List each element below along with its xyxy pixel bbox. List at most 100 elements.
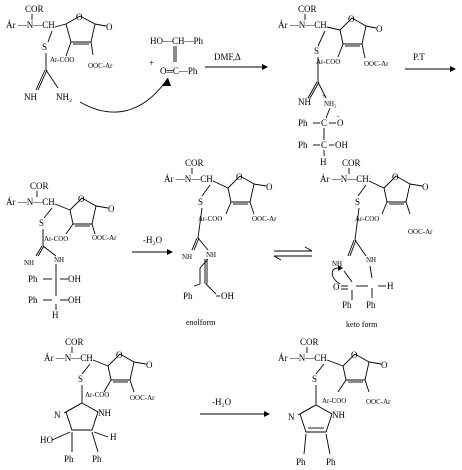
svg-text:O: O bbox=[351, 350, 358, 360]
svg-text:Ph: Ph bbox=[296, 457, 306, 467]
svg-text:O: O bbox=[422, 182, 429, 192]
plus-sign: + bbox=[149, 58, 154, 68]
svg-text:COR: COR bbox=[342, 158, 361, 168]
svg-text:H: H bbox=[320, 157, 327, 167]
svg-text:Ph: Ph bbox=[183, 291, 193, 301]
svg-text:O: O bbox=[333, 282, 340, 292]
keto-form-molecule: COR Ár —N—CH S NH NH O O Ar-COO OOC-Ar O… bbox=[320, 158, 433, 329]
svg-text:Ár —N—CH: Ár —N—CH bbox=[6, 197, 55, 207]
reaction-conditions-label: DMF,Δ bbox=[214, 52, 241, 62]
proton-transfer-arrow: P.T bbox=[405, 52, 456, 72]
enol-form-molecule: COR Ár —N—CH S NH NH O O Ar-COO OOC-Ar P… bbox=[164, 158, 277, 327]
svg-text:COR: COR bbox=[30, 181, 49, 191]
svg-text:Ár —N—CH: Ár —N—CH bbox=[44, 353, 93, 363]
svg-text:NH: NH bbox=[54, 256, 64, 264]
svg-text:NH: NH bbox=[332, 410, 345, 420]
svg-text:S: S bbox=[355, 197, 360, 207]
svg-text:Ph: Ph bbox=[366, 300, 376, 310]
svg-text:Ár —N—CH: Ár —N—CH bbox=[164, 174, 213, 184]
ring-oxygen-label: O bbox=[76, 12, 83, 22]
svg-text:Ar-COO: Ar-COO bbox=[85, 391, 109, 399]
proton-transfer-label: P.T bbox=[413, 52, 425, 62]
svg-text:H: H bbox=[52, 310, 59, 320]
svg-text:COR: COR bbox=[300, 337, 319, 347]
svg-text:Ár —N—CH: Ár —N—CH bbox=[278, 20, 327, 30]
svg-text:NH: NH bbox=[298, 97, 311, 107]
svg-text:H: H bbox=[110, 432, 117, 442]
svg-text:C: C bbox=[321, 140, 327, 150]
svg-text:HO: HO bbox=[40, 435, 53, 445]
svg-text:NH₂: NH₂ bbox=[324, 100, 337, 108]
svg-text:COR: COR bbox=[298, 4, 317, 14]
svg-text:S: S bbox=[314, 46, 319, 56]
svg-text:OOC-Ar: OOC-Ar bbox=[252, 215, 277, 223]
svg-text:Ár —N—CH: Ár —N—CH bbox=[320, 174, 369, 184]
dehydration-arrow-2: -H₂O bbox=[200, 397, 270, 417]
dehydration-label-2: -H₂O bbox=[212, 397, 232, 407]
svg-text:S: S bbox=[312, 374, 317, 384]
attack-arrowhead bbox=[162, 78, 171, 86]
svg-text:O: O bbox=[236, 172, 243, 182]
svg-text:Ph: Ph bbox=[326, 457, 336, 467]
imidazole-product: COR Ár —N—CH S N NH Ph Ph O O Ar-COO OOC… bbox=[278, 337, 391, 467]
o-c-ph-label: O═C—Ph bbox=[160, 66, 198, 76]
svg-text:C: C bbox=[321, 118, 327, 128]
svg-text:O: O bbox=[146, 360, 153, 370]
svg-text:O: O bbox=[392, 172, 399, 182]
svg-text:OOC-Ar: OOC-Ar bbox=[130, 394, 155, 402]
svg-text:OOC-Ar: OOC-Ar bbox=[92, 234, 117, 242]
svg-text:-: - bbox=[337, 112, 340, 120]
svg-text:Ár —N—CH: Ár —N—CH bbox=[278, 353, 327, 363]
svg-text:N: N bbox=[288, 412, 295, 422]
svg-text:O: O bbox=[108, 204, 115, 214]
svg-text:NH: NH bbox=[182, 253, 192, 261]
imidazoline-intermediate: COR Ár —N—CH S N NH HO Ph Ph H O O Ar-CO… bbox=[40, 337, 155, 464]
svg-text:COR: COR bbox=[65, 337, 84, 347]
svg-text:S: S bbox=[39, 218, 44, 228]
svg-text:Ar-COO: Ar-COO bbox=[316, 58, 340, 66]
svg-text:Ar-COO: Ar-COO bbox=[44, 235, 68, 243]
svg-text:O: O bbox=[381, 360, 388, 370]
keto-form-caption: keto form bbox=[346, 320, 378, 329]
svg-text:Ph: Ph bbox=[92, 454, 102, 464]
svg-text:NH: NH bbox=[206, 251, 216, 259]
svg-text:OH: OH bbox=[68, 274, 81, 284]
dehydration-arrow-1: -H₂O bbox=[132, 235, 173, 255]
svg-text:NH: NH bbox=[332, 260, 342, 268]
svg-text:OOC-Ar: OOC-Ar bbox=[366, 398, 391, 406]
substrate-molecule: COR Ár —N—CH S NH NH₂ O O Ar-COO OOC-Ar bbox=[6, 4, 113, 102]
svg-text:OOC-Ar: OOC-Ar bbox=[364, 60, 389, 68]
svg-text:Ar-COO: Ar-COO bbox=[322, 397, 346, 405]
svg-text:S: S bbox=[78, 374, 83, 384]
ho-ch-ph-label: HO—CH—Ph bbox=[150, 36, 204, 46]
sulfur-label: S bbox=[42, 42, 47, 52]
svg-text:Ph: Ph bbox=[298, 140, 308, 150]
svg-text:O: O bbox=[116, 350, 123, 360]
adduct-molecule: COR Ár —N—CH S NH NH₂ + O O Ar-COO OOC-A… bbox=[278, 4, 389, 167]
svg-text:NH: NH bbox=[24, 259, 34, 267]
svg-text:O: O bbox=[266, 182, 273, 192]
svg-text:N: N bbox=[54, 410, 61, 420]
svg-text:OH: OH bbox=[221, 291, 234, 301]
svg-text:Ph: Ph bbox=[64, 454, 74, 464]
ooc-ar-label: OOC-Ar bbox=[88, 62, 113, 70]
svg-text:Ar-COO: Ar-COO bbox=[355, 215, 379, 223]
benzoin-molecule: HO—CH—Ph O═C—Ph bbox=[150, 36, 204, 76]
svg-text:COR: COR bbox=[185, 158, 204, 168]
cor-label: COR bbox=[25, 4, 44, 14]
svg-text:Ph: Ph bbox=[298, 118, 308, 128]
nh-label: NH bbox=[24, 92, 37, 102]
svg-text:O: O bbox=[337, 118, 344, 128]
enol-form-caption: enolform bbox=[186, 318, 216, 327]
carbonyl-oxygen-label: O bbox=[106, 22, 113, 32]
svg-text:Ph: Ph bbox=[28, 274, 38, 284]
reaction-arrow-1: DMF,Δ bbox=[205, 52, 268, 70]
svg-text:Ph: Ph bbox=[28, 295, 38, 305]
svg-text:NH: NH bbox=[98, 408, 111, 418]
svg-text:Ph: Ph bbox=[342, 300, 352, 310]
svg-text:S: S bbox=[198, 197, 203, 207]
svg-text:Ar-COO: Ar-COO bbox=[198, 215, 222, 223]
svg-text:O: O bbox=[376, 24, 383, 34]
svg-text:OOC-Ar: OOC-Ar bbox=[408, 228, 433, 236]
